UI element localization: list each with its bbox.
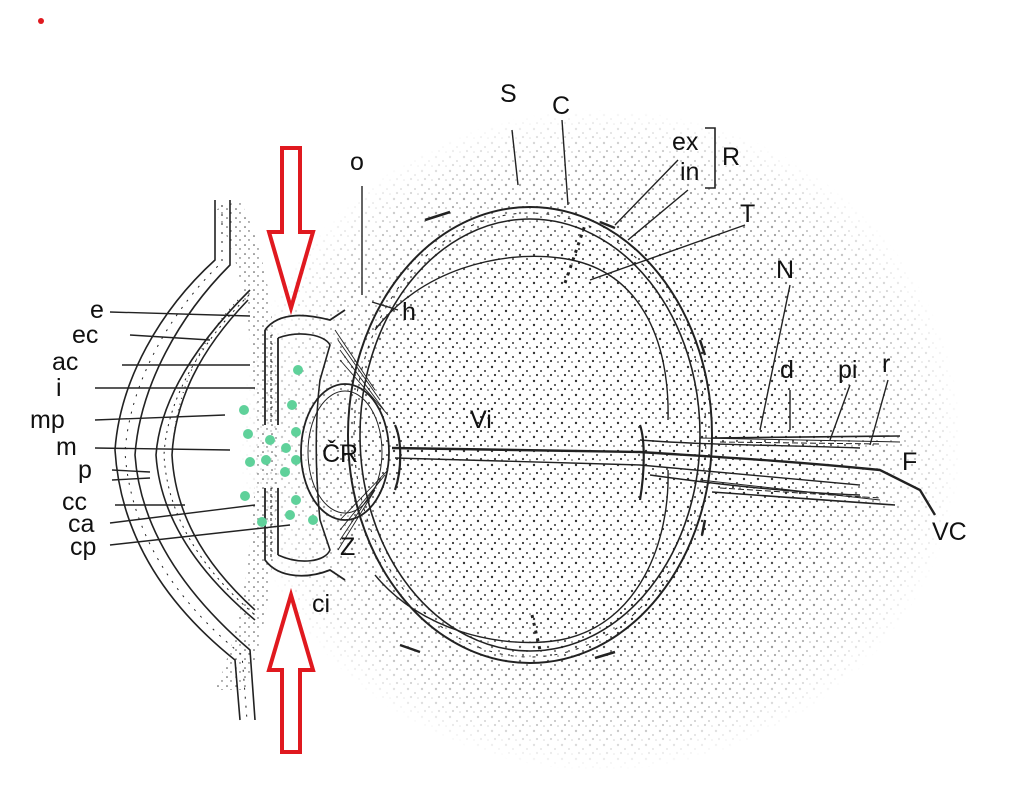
iris-region xyxy=(264,309,346,581)
eyeball xyxy=(347,206,713,664)
label-VC: VC xyxy=(932,518,967,546)
label-S: S xyxy=(500,80,517,108)
label-p: p xyxy=(78,456,92,484)
lens xyxy=(300,383,390,521)
label-ac: ac xyxy=(52,348,78,376)
label-i: i xyxy=(56,374,62,402)
label-Z: Z xyxy=(340,533,355,561)
label-ec: ec xyxy=(72,321,98,349)
label-pi: pi xyxy=(838,356,857,384)
skin-layers xyxy=(114,200,256,721)
marker-dot xyxy=(38,18,44,24)
labels: S C ex in R T o h N d pi r F VC Vi ČR Z … xyxy=(30,80,967,618)
label-F: F xyxy=(902,448,917,476)
label-e: e xyxy=(90,296,104,324)
label-o: o xyxy=(350,148,364,176)
green-dots xyxy=(239,365,318,527)
label-cc: cc xyxy=(62,488,87,516)
optic-structures xyxy=(391,224,937,651)
label-N: N xyxy=(776,256,794,284)
down-arrow-outline-icon xyxy=(266,146,316,316)
ex-in-bracket xyxy=(705,127,716,189)
label-mp: mp xyxy=(30,406,65,434)
label-m: m xyxy=(56,433,77,461)
label-T: T xyxy=(740,200,755,228)
label-CR: ČR xyxy=(322,439,358,468)
label-r: r xyxy=(882,350,890,378)
label-Vi: Vi xyxy=(470,406,492,434)
label-ex: ex xyxy=(672,128,699,156)
leader-lines xyxy=(94,119,889,546)
label-ca: ca xyxy=(68,510,95,538)
label-C: C xyxy=(552,92,570,120)
label-R: R xyxy=(722,143,740,171)
up-arrow-outline-icon xyxy=(266,587,316,754)
label-in: in xyxy=(680,158,699,186)
label-d: d xyxy=(780,356,794,384)
label-ci: ci xyxy=(312,590,330,618)
orbital-stipple xyxy=(215,108,962,772)
label-cp: cp xyxy=(70,533,96,561)
lens-inner xyxy=(307,390,383,514)
label-h: h xyxy=(402,298,416,326)
